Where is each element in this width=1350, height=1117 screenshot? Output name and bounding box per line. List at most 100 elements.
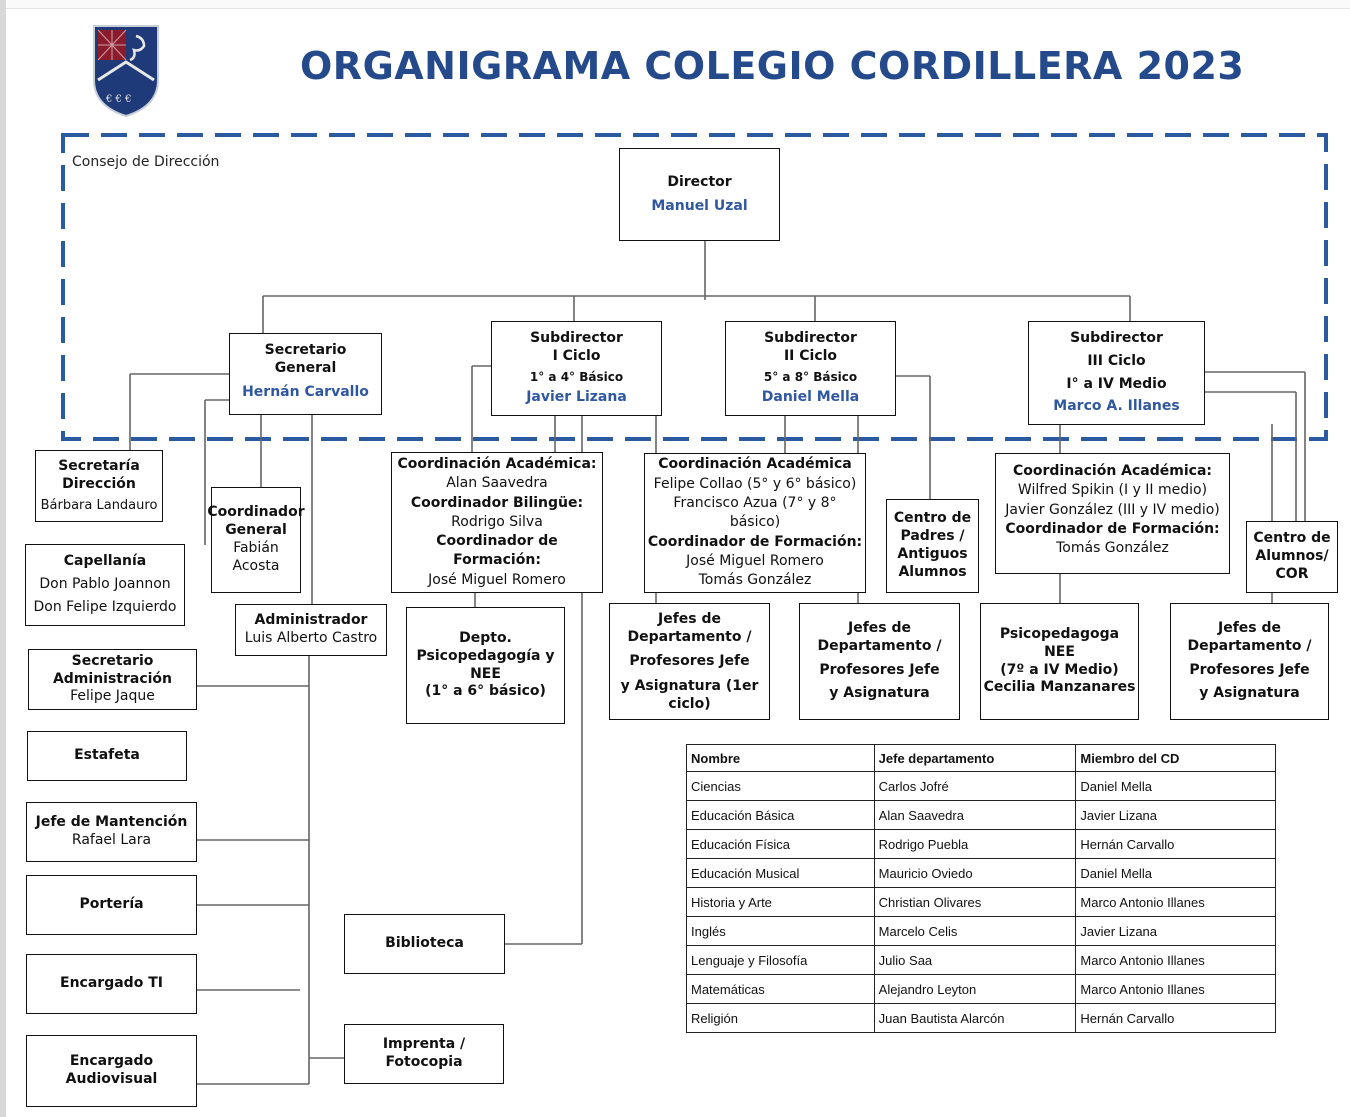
jefes-departamento-ii-box: Jefes de Departamento / Profesores Jefe … [799,603,960,720]
jefes-i-line5: ciclo) [668,695,711,712]
jefes-ii-line4: y Asignatura [829,685,930,702]
secretario-general-box: Secretario General Hernán Carvallo [229,333,382,415]
capellania-title: Capellanía [63,553,147,570]
coordinacion-ii-box: Coordinación Académica Felipe Collao (5°… [644,453,866,593]
coordinacion-iii-box: Coordinación Académica: Wilfred Spikin (… [995,453,1230,574]
subdirector-i-cycle: I Ciclo [552,347,601,364]
table-cell: Educación Física [686,829,875,859]
depto-psicopedagogia-line2: Psicopedagogía y NEE [416,647,555,682]
encargado-audiovisual-box: Encargado Audiovisual [26,1035,197,1107]
coordinador-general-line4: Acosta [232,557,280,574]
depto-psicopedagogia-line1: Depto. [459,629,512,646]
secretario-general-role: Secretario General [264,342,347,376]
secretaria-direccion-line1: Secretaría [58,457,140,474]
subdirector-ii-levels: 5° a 8° Básico [763,369,858,384]
jefes-iii-line3: Profesores Jefe [1189,661,1310,678]
table-cell: Javier Lizana [1075,916,1276,946]
encargado-ti-box: Encargado TI [26,954,197,1014]
jefe-mantencion-box: Jefe de Mantención Rafael Lara [26,802,197,862]
centro-alumnos-line2: Alumnos/ [1255,548,1329,565]
secretaria-direccion-box: Secretaría Dirección Bárbara Landauro [35,450,163,522]
coordinador-general-line2: General [225,522,287,539]
subdirector-iii-cycle: III Ciclo [1087,353,1146,370]
subdirector-i-levels: 1° a 4° Básico [529,369,624,384]
jefes-i-line1: Jefes de [657,611,721,628]
table-cell: Javier Lizana [1075,800,1276,830]
coordinacion-i-title-1: Coordinación Académica: [397,455,597,472]
jefes-departamento-iii-box: Jefes de Departamento / Profesores Jefe … [1170,603,1329,720]
column-header: Miembro del CD [1075,744,1276,772]
coordinacion-ii-name-3: José Miguel Romero [686,552,824,569]
table-cell: Marco Antonio Illanes [1075,974,1276,1004]
secretaria-direccion-name: Bárbara Landauro [40,497,158,513]
page-title: ORGANIGRAMA COLEGIO CORDILLERA 2023 [300,44,1245,88]
encargado-audiovisual-line1: Encargado [69,1053,154,1070]
secretario-general-name: Hernán Carvallo [242,383,369,400]
coordinacion-i-title-3: Coordinador de Formación: [436,533,558,569]
council-label: Consejo de Dirección [72,154,220,170]
jefes-ii-line1: Jefes de [847,619,911,636]
estafeta-box: Estafeta [27,731,187,781]
table-cell: Ciencias [686,771,875,801]
centro-alumnos-box: Centro de Alumnos/ COR [1246,521,1338,593]
coordinacion-ii-name-4: Tomás González [698,572,812,589]
subdirector-ii-box: Subdirector II Ciclo 5° a 8° Básico Dani… [725,321,896,416]
coordinacion-iii-title-1: Coordinación Académica: [1012,463,1213,479]
centro-padres-box: Centro de Padres / Antiguos Alumnos [886,499,979,593]
subdirector-ii-role: Subdirector [764,329,857,346]
table-cell: Daniel Mella [1075,771,1276,801]
jefes-iii-line2: Departamento / [1187,637,1312,654]
departments-table: Nombre Jefe departamento Miembro del CD … [686,744,1276,1033]
coordinacion-i-name-3: José Miguel Romero [428,571,566,588]
table-cell: Daniel Mella [1075,858,1276,888]
coordinador-general-line1: Coordinador [207,504,305,521]
coordinacion-i-title-2: Coordinador Bilingüe: [410,494,584,511]
coordinador-general-box: Coordinador General Fabián Acosta [207,487,305,593]
table-cell: Mauricio Oviedo [873,858,1077,888]
coordinacion-ii-name-1: Felipe Collao (5° y 6° básico) [653,475,857,492]
porteria-box: Portería [26,875,197,935]
council-dashed-frame [61,133,1328,441]
page-left-rule [0,0,6,1117]
school-crest-logo: € € € [93,25,159,118]
table-cell: Educación Básica [686,800,875,830]
page-top-rule [0,0,1350,9]
column-header: Jefe departamento [873,744,1077,772]
psicopedagoga-nee-box: Psicopedagoga NEE (7º a IV Medio) Cecili… [980,603,1139,720]
coordinacion-i-name-1: Alan Saavedra [446,475,548,492]
table-cell: Alan Saavedra [873,800,1077,830]
coordinacion-i-box: Coordinación Académica: Alan Saavedra Co… [391,452,603,593]
capellania-person-2: Don Felipe Izquierdo [33,598,177,615]
subdirector-ii-name: Daniel Mella [761,389,860,406]
coordinacion-i-name-2: Rodrigo Silva [451,513,543,530]
director-role: Director [667,173,732,190]
centro-padres-line1: Centro de [893,510,972,527]
table-cell: Hernán Carvallo [1075,1003,1276,1033]
subdirector-i-role: Subdirector [530,329,623,346]
table-cell: Juan Bautista Alarcón [873,1003,1077,1033]
secretaria-direccion-line2: Dirección [62,475,136,492]
table-cell: Educación Musical [686,858,875,888]
capellania-person-1: Don Pablo Joannon [39,576,171,593]
capellania-box: Capellanía Don Pablo Joannon Don Felipe … [25,544,185,626]
psicopedagoga-line2: (7º a IV Medio) [1000,661,1119,678]
table-cell: Alejandro Leyton [873,974,1077,1004]
table-cell: Matemáticas [686,974,875,1004]
table-cell: Rodrigo Puebla [873,829,1077,859]
secretario-administracion-line2: Administración [52,670,173,687]
coordinacion-ii-name-2: Francisco Azua (7° y 8° básico) [673,495,837,531]
table-cell: Religión [686,1003,875,1033]
coordinacion-ii-title-1: Coordinación Académica [658,456,852,473]
administrador-role: Administrador [254,612,368,629]
secretario-administracion-line1: Secretario [71,653,154,670]
secretario-administracion-box: Secretario Administración Felipe Jaque [28,649,197,710]
table-cell: Lenguaje y Filosofía [686,945,875,975]
